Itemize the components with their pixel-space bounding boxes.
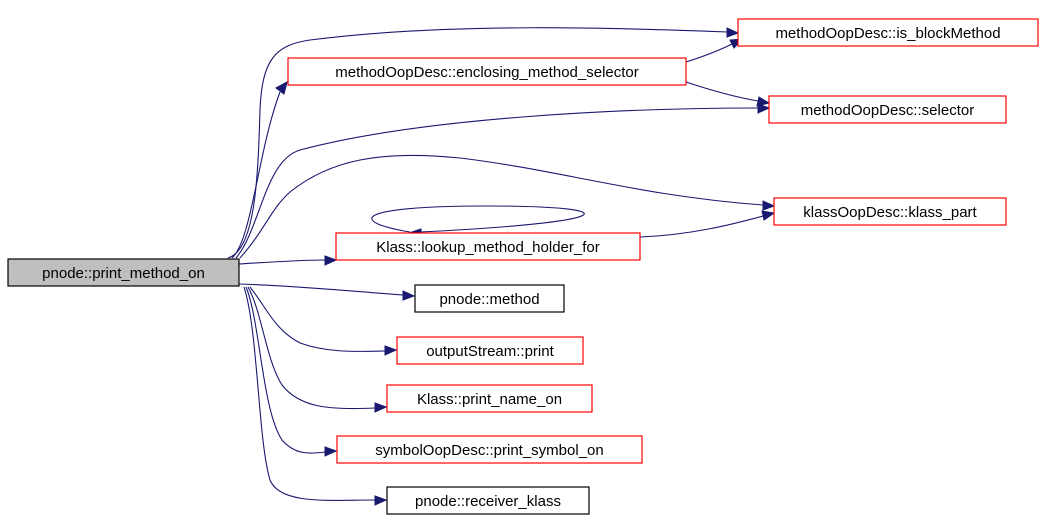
- node-label: Klass::print_name_on: [417, 391, 562, 408]
- node-box: [287, 57, 687, 86]
- node-label: symbolOopDesc::print_symbol_on: [375, 442, 603, 459]
- node-label: outputStream::print: [426, 343, 554, 360]
- node-print-symbol-on[interactable]: symbolOopDesc::print_symbol_on: [336, 435, 643, 464]
- edge-root-klass-part: [239, 154, 776, 259]
- edge-root-enclosing: [231, 81, 288, 259]
- node-pnode-method[interactable]: pnode::method: [414, 284, 565, 313]
- node-label: klassOopDesc::klass_part: [803, 204, 977, 221]
- node-label: pnode::print_method_on: [42, 265, 205, 282]
- node-print-name-on[interactable]: Klass::print_name_on: [386, 384, 593, 413]
- node-label: pnode::receiver_klass: [415, 493, 561, 510]
- node-print-method-on[interactable]: pnode::print_method_on: [7, 258, 240, 287]
- node-label: Klass::lookup_method_holder_for: [376, 239, 599, 256]
- node-is-block-method[interactable]: methodOopDesc::is_blockMethod: [737, 18, 1039, 47]
- edge-root-receiver: [243, 286, 388, 506]
- edge-root-method: [238, 283, 416, 301]
- node-box: [335, 232, 641, 261]
- edge-enclosing-is-block: [685, 38, 744, 63]
- edge-enclosing-selector: [685, 81, 771, 107]
- node-output-stream-print[interactable]: outputStream::print: [396, 336, 584, 365]
- node-box: [336, 435, 643, 464]
- node-box: [414, 284, 565, 313]
- node-label: methodOopDesc::is_blockMethod: [775, 25, 1000, 42]
- node-enclosing-method-selector[interactable]: methodOopDesc::enclosing_method_selector: [287, 57, 687, 86]
- edge-root-is-block: [227, 27, 740, 259]
- edge-lookup-klass-part: [639, 210, 776, 238]
- edge-root-selector: [235, 103, 771, 259]
- node-box: [768, 95, 1007, 124]
- node-box: [386, 486, 590, 515]
- edge-root-print-symbol: [245, 286, 338, 457]
- edge-root-print: [249, 286, 398, 356]
- node-label: methodOopDesc::enclosing_method_selector: [335, 64, 639, 81]
- node-box: [396, 336, 584, 365]
- node-box: [737, 18, 1039, 47]
- node-lookup-method-holder-for[interactable]: Klass::lookup_method_holder_for: [335, 232, 641, 261]
- edge-root-lookup: [238, 255, 338, 266]
- edge-lookup-self: [371, 205, 585, 238]
- node-box: [386, 384, 593, 413]
- edge-root-print-name: [247, 286, 388, 413]
- node-label: methodOopDesc::selector: [801, 102, 974, 119]
- node-box: [7, 258, 240, 287]
- node-receiver-klass[interactable]: pnode::receiver_klass: [386, 486, 590, 515]
- node-label: pnode::method: [439, 291, 539, 308]
- node-klass-part[interactable]: klassOopDesc::klass_part: [773, 197, 1007, 226]
- node-selector[interactable]: methodOopDesc::selector: [768, 95, 1007, 124]
- node-box: [773, 197, 1007, 226]
